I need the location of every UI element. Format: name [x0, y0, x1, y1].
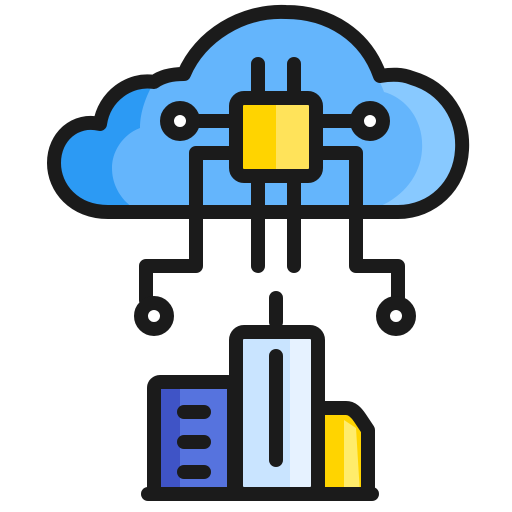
building-left-icon: [147, 375, 241, 501]
city-buildings: [141, 325, 379, 501]
building-right-icon: [311, 401, 375, 501]
cloud-highlight: [316, 20, 463, 212]
circuit-nodes: [134, 101, 416, 336]
building-tower-icon: [229, 325, 325, 501]
chip-icon: [229, 91, 323, 183]
node-bottom-right-icon: [376, 296, 416, 336]
building-left-windows: [177, 405, 211, 479]
cloud-shade: [54, 81, 154, 212]
node-bottom-left-icon: [134, 296, 174, 336]
cloud-outline: [47, 4, 470, 219]
node-left-icon: [160, 101, 200, 141]
node-right-icon: [350, 101, 390, 141]
